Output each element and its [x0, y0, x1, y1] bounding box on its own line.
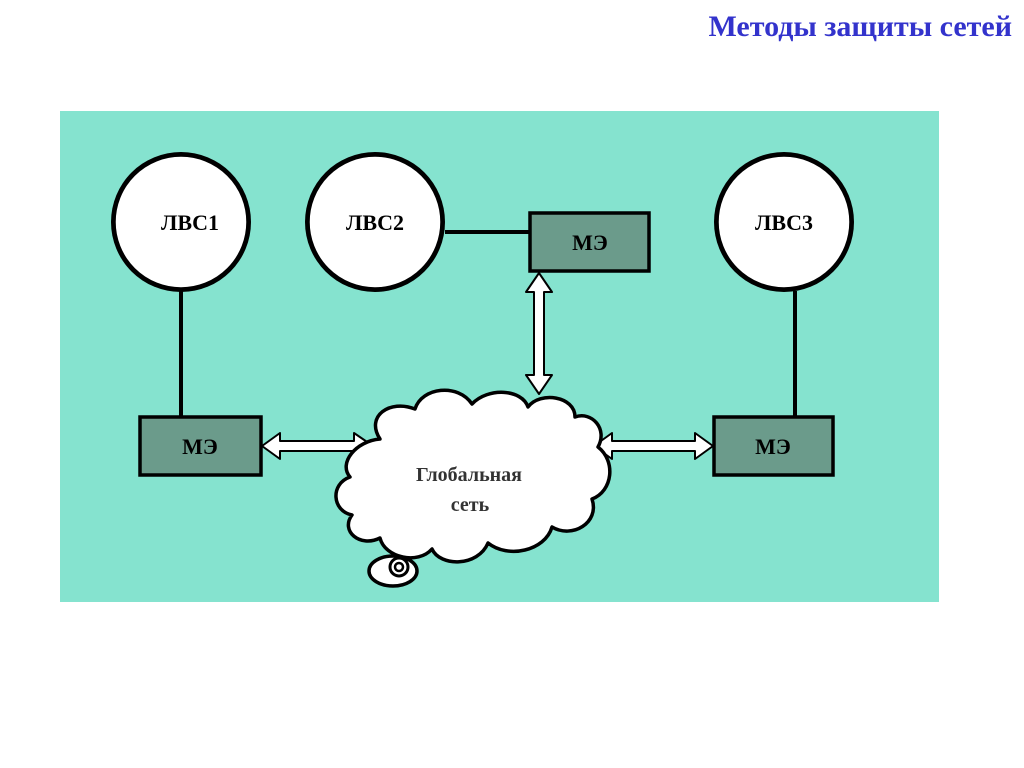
firewall-2: МЭ [528, 211, 651, 273]
cloud-label-line1: Глобальная [416, 464, 522, 486]
firewall-3-label: МЭ [755, 434, 791, 459]
cloud-tail-dot [393, 561, 405, 573]
lan2-circle-inner [308, 155, 442, 289]
firewall-2-box [528, 211, 651, 273]
network-diagram: ЛВС1 ЛВС2 ЛВС3 МЭ МЭ [60, 111, 939, 602]
diagram-canvas: ЛВС1 ЛВС2 ЛВС3 МЭ МЭ [60, 111, 939, 602]
firewall-3-box [712, 415, 835, 477]
lan2-node: ЛВС2 [305, 152, 445, 292]
cloud-shape [334, 388, 612, 564]
arrow-fw2-global [525, 272, 553, 395]
arrow-fw3-global [593, 432, 714, 460]
lan1-label: ЛВС1 [161, 210, 219, 235]
lan3-label: ЛВС3 [755, 210, 813, 235]
firewall-1: МЭ [138, 415, 263, 477]
firewall-2-label: МЭ [572, 230, 608, 255]
lan1-node: ЛВС1 [111, 152, 251, 292]
global-network-cloud: Глобальная сеть [334, 388, 612, 588]
lan1-circle-inner [114, 155, 248, 289]
slide-title: Методы защиты сетей [708, 10, 1012, 43]
lan3-node: ЛВС3 [714, 152, 854, 292]
firewall-1-label: МЭ [182, 434, 218, 459]
firewall-3: МЭ [712, 415, 835, 477]
lan2-label: ЛВС2 [346, 210, 404, 235]
firewall-1-box [138, 415, 263, 477]
cloud-label-line2: сеть [451, 494, 490, 516]
lan3-circle-inner [717, 155, 851, 289]
